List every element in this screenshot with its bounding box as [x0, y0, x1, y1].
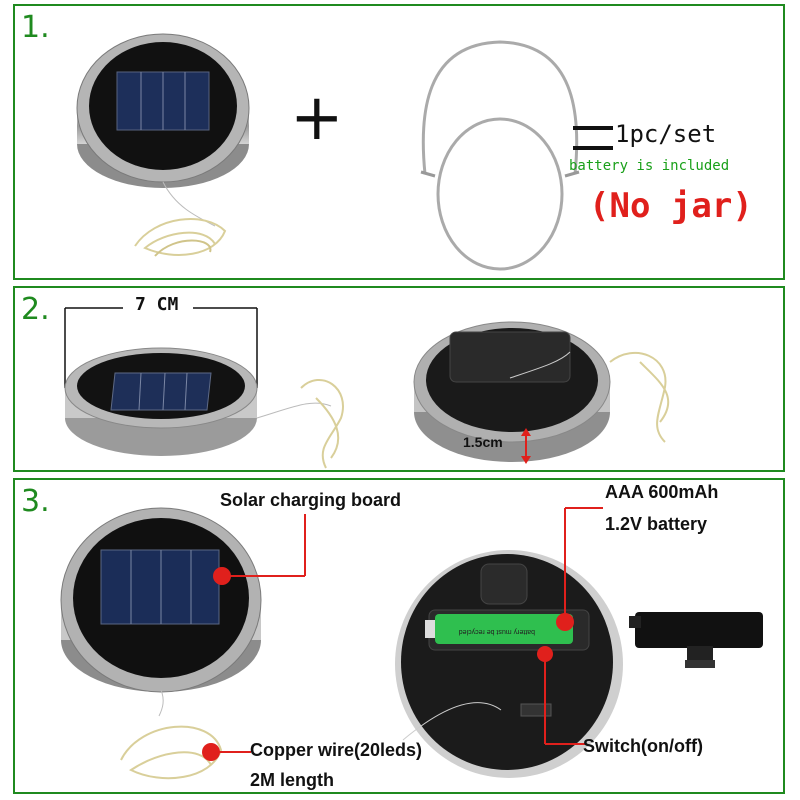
section-number-1: 1. [21, 10, 50, 45]
solar-lid-image [76, 33, 250, 257]
no-jar-text: (No jar) [589, 186, 753, 226]
solar-lid-large-image [60, 507, 262, 780]
panel-3: 3. Solar charging board Copper wire(20le… [13, 478, 785, 794]
quantity-text: 1pc/set [615, 120, 717, 148]
battery-included-note: battery is included [569, 158, 730, 174]
battery-label-voltage: 1.2V battery [605, 514, 708, 534]
lid-top-image [64, 347, 344, 469]
panel-1: 1. + 1pc/set battery is included (No jar… [13, 4, 785, 280]
equals-sign [573, 126, 613, 130]
section-number-2: 2. [21, 292, 50, 327]
section-number-3: 3. [21, 484, 50, 519]
copper-length-label: 2M length [250, 770, 334, 790]
width-label: 7 CM [135, 294, 179, 315]
wire-hanger-image [420, 40, 580, 271]
lid-bottom-image [413, 321, 670, 462]
battery-pointer [556, 507, 603, 631]
height-arrow [521, 428, 531, 464]
switch-pointer [537, 646, 585, 745]
panel-2: 2. 7 CM 1.5cm [13, 286, 785, 472]
plus-sign: + [290, 81, 344, 155]
battery-cover-image [629, 612, 763, 668]
switch-label: Switch(on/off) [583, 736, 703, 756]
solar-board-label: Solar charging board [220, 490, 402, 510]
equals-sign-bar [573, 146, 613, 150]
height-label: 1.5cm [463, 434, 503, 450]
solar-pointer [213, 514, 306, 585]
battery-print: battery must be recycled [459, 628, 535, 635]
copper-pointer [202, 743, 251, 761]
width-dimension-line [64, 307, 258, 388]
battery-label-capacity: AAA 600mAh [605, 482, 719, 502]
copper-wire-label: Copper wire(20leds) [250, 740, 423, 760]
